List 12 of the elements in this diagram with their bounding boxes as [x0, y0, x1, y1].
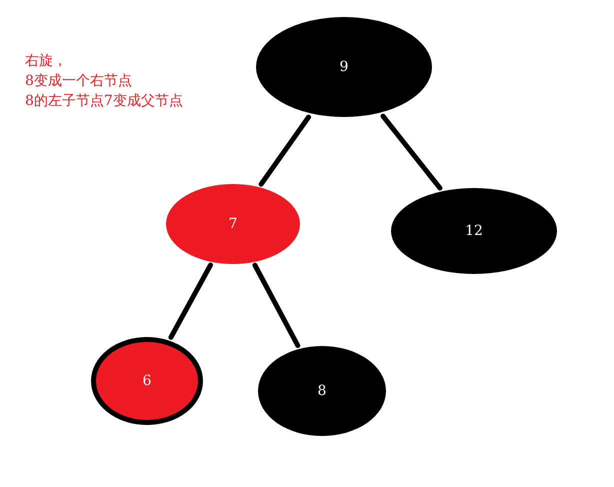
- connector-line: [380, 114, 442, 191]
- annotation-text: 右旋，: [25, 52, 67, 70]
- connector-line: [168, 262, 213, 340]
- node-value: 7: [228, 216, 238, 232]
- connector-line: [252, 262, 300, 348]
- node-value: 8: [318, 383, 326, 399]
- node-value: 6: [142, 373, 152, 389]
- node-value: 12: [465, 223, 483, 239]
- annotation-text: 8的左子节点7变成父节点: [25, 92, 183, 110]
- node-value: 9: [340, 59, 348, 75]
- annotation-text: 8变成一个右节点: [25, 72, 132, 90]
- connector-line: [258, 114, 312, 187]
